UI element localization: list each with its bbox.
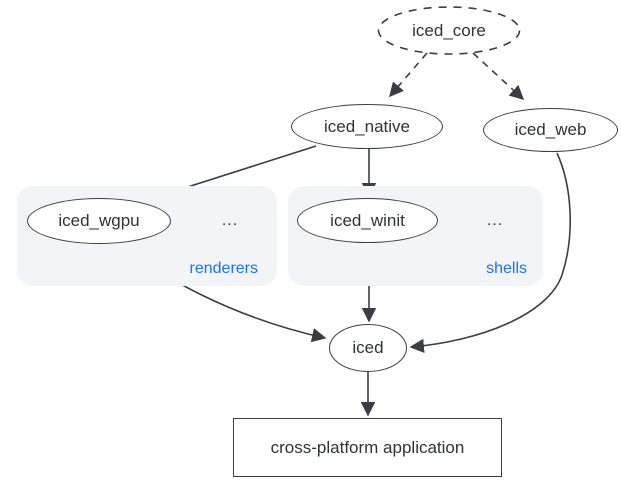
node-iced-web: iced_web bbox=[483, 108, 618, 152]
renderers-group-label: renderers bbox=[189, 260, 258, 277]
edge-iced-core-to-iced-native bbox=[389, 52, 428, 98]
node-application: cross-platform application bbox=[233, 418, 502, 477]
node-iced: iced bbox=[329, 324, 407, 372]
node-iced-wgpu: iced_wgpu bbox=[27, 198, 171, 244]
node-iced-core-outline bbox=[377, 6, 521, 55]
node-iced-winit: iced_winit bbox=[297, 198, 438, 243]
shells-group-label: shells bbox=[486, 260, 527, 277]
node-iced-core: iced_core bbox=[412, 20, 486, 40]
renderers-ellipsis: ... bbox=[221, 212, 239, 229]
node-iced-native: iced_native bbox=[291, 104, 443, 149]
edge-iced-web-to-iced bbox=[409, 152, 572, 354]
shells-ellipsis: ... bbox=[486, 212, 504, 229]
edge-iced-core-to-iced-web bbox=[472, 52, 525, 100]
